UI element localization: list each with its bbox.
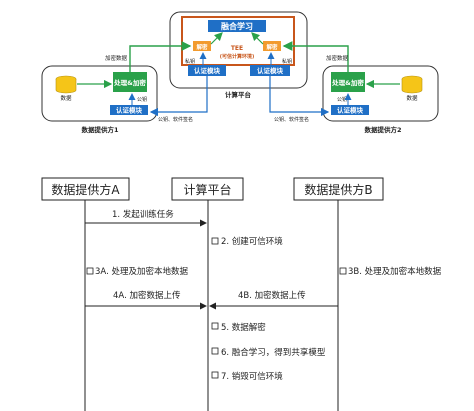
- encrypted-label-right: 加密数据: [326, 54, 349, 62]
- decrypt-left-label: 解密: [196, 43, 208, 51]
- step-7-label: 7. 销毁可信环境: [221, 371, 283, 382]
- tee-title: TEE: [231, 45, 243, 52]
- step-7-marker: [211, 371, 219, 379]
- auth-left-box: [188, 65, 226, 76]
- encrypted-flow-right: [282, 41, 349, 72]
- provider-2-process-label: 处理&加密: [331, 78, 364, 87]
- step-4b-label: 4B. 加密数据上传: [238, 290, 306, 301]
- encrypted-label-left: 加密数据: [105, 54, 128, 62]
- step-5-marker: [211, 322, 219, 330]
- fusion-learning-label: 融合学习: [221, 21, 253, 31]
- sequence-diagram: 数据提供方A 计算平台 数据提供方B 1. 发起训练任务 2. 创建可信环境 3…: [41, 177, 442, 411]
- step-3a-marker: [86, 267, 94, 275]
- step-3b-marker: [339, 267, 347, 275]
- actor-b-label: 数据提供方B: [304, 182, 372, 197]
- computing-platform: 融合学习 解密 解密 TEE (可信计算环境) 私钥 私钥 认证模块 认证模块 …: [169, 11, 308, 99]
- provider-2-process-box: [331, 72, 365, 92]
- step-3a-label: 3A. 处理及加密本地数据: [95, 266, 188, 277]
- provider-1-data-label: 数据: [60, 94, 72, 102]
- decrypt-right-label: 解密: [266, 43, 278, 51]
- auth-right-label: 认证模块: [257, 66, 284, 75]
- platform-label: 计算平台: [225, 90, 252, 99]
- cross-flows: 加密数据 加密数据 公钥、软件签名 公钥、软件签名: [105, 41, 349, 123]
- provider-1-process-box: [113, 72, 147, 92]
- fusion-learning-box: [208, 20, 266, 32]
- actor-a-label: 数据提供方A: [51, 182, 120, 197]
- provider-1-label: 数据提供方1: [81, 125, 119, 134]
- key-sign-label-right: 公钥、软件签名: [274, 116, 309, 123]
- decrypt-left-box: [193, 41, 211, 51]
- provider-2-data-label: 数据: [406, 94, 418, 102]
- provider-2: 处理&加密 数据 公钥 认证模块 数据提供方2: [322, 65, 439, 134]
- tee-subtitle: (可信计算环境): [220, 53, 255, 60]
- step-4a-label: 4A. 加密数据上传: [113, 290, 181, 301]
- step-3b-label: 3B. 处理及加密本地数据: [348, 266, 442, 277]
- tee-boundary: [181, 16, 295, 66]
- flow-decrypt-left-to-fusion: [210, 32, 223, 45]
- key-flow-right: [269, 76, 330, 117]
- step-6-marker: [211, 347, 219, 355]
- key-sign-label-left: 公钥、软件签名: [158, 116, 193, 123]
- step-5-label: 5. 数据解密: [221, 322, 266, 333]
- step-2-label: 2. 创建可信环境: [221, 236, 283, 247]
- step-6-label: 6. 融合学习，得到共享模型: [221, 347, 326, 358]
- actor-platform-label: 计算平台: [183, 182, 231, 197]
- auth-right-box: [250, 65, 290, 76]
- provider-2-label: 数据提供方2: [364, 125, 401, 134]
- key-flow-left: [149, 76, 208, 117]
- provider-2-auth-box: [331, 105, 369, 115]
- provider-1-auth-label: 认证模块: [116, 106, 143, 115]
- provider-2-auth-label: 认证模块: [337, 106, 364, 115]
- private-key-right: 私钥: [282, 58, 292, 65]
- step-2-marker: [211, 237, 219, 245]
- architecture-diagram: 融合学习 解密 解密 TEE (可信计算环境) 私钥 私钥 认证模块 认证模块 …: [41, 11, 439, 134]
- provider-2-public-key: 公钥: [337, 96, 347, 103]
- encrypted-flow-left: [129, 41, 192, 72]
- provider-1-public-key: 公钥: [137, 96, 147, 103]
- provider-1-auth-box: [110, 105, 148, 115]
- step-1-label: 1. 发起训练任务: [112, 209, 174, 220]
- decrypt-right-box: [263, 41, 281, 51]
- flow-decrypt-right-to-fusion: [251, 32, 264, 45]
- auth-left-label: 认证模块: [194, 66, 221, 75]
- private-key-left: 私钥: [185, 58, 195, 65]
- provider-1: 数据 处理&加密 公钥 认证模块 数据提供方1: [41, 65, 158, 134]
- provider-1-process-label: 处理&加密: [113, 78, 146, 87]
